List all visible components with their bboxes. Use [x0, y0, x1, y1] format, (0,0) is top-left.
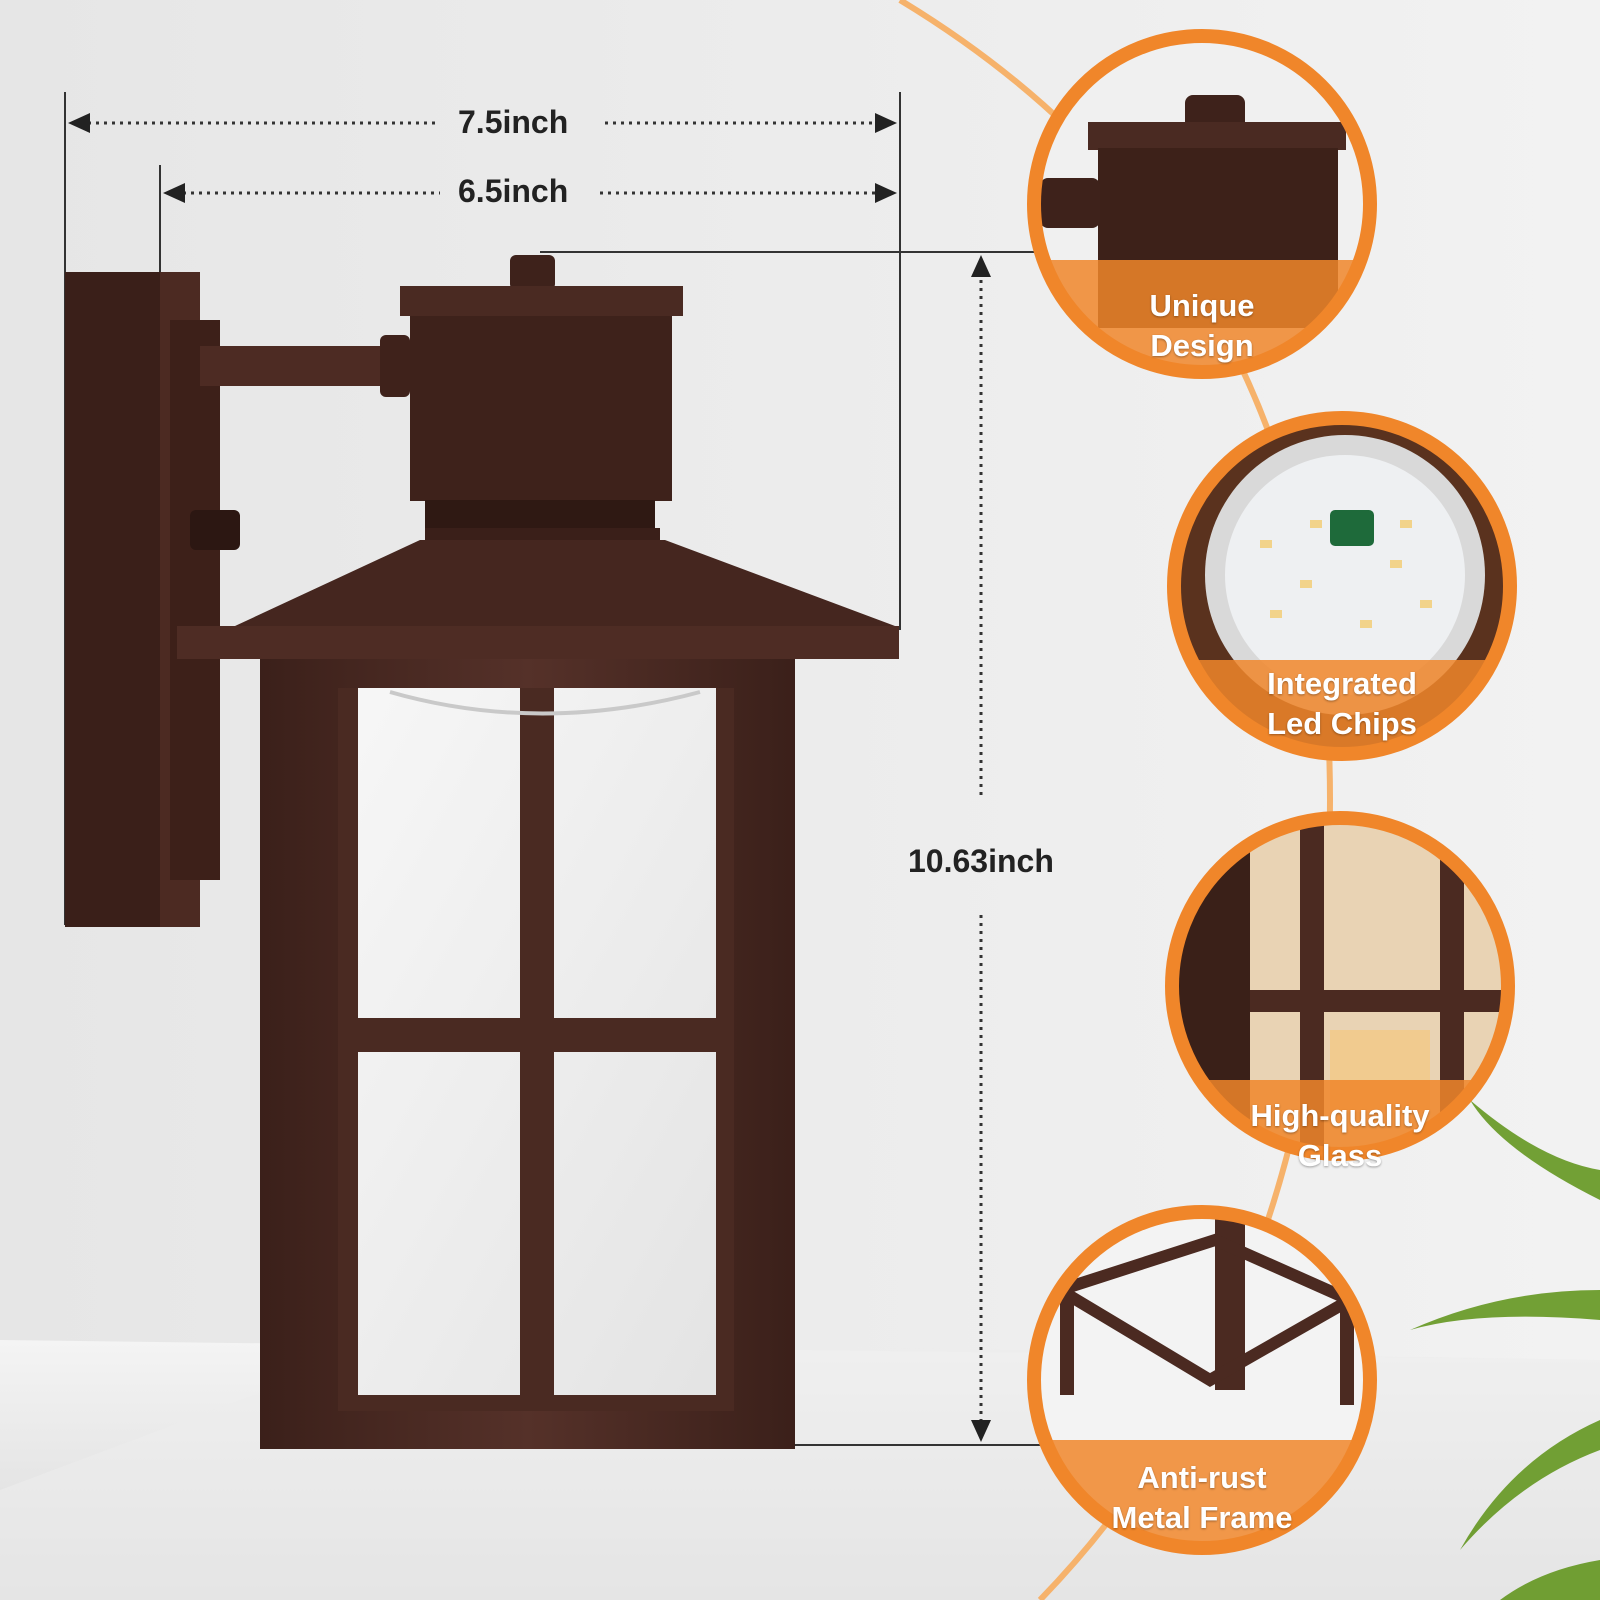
feature-line2: Metal Frame — [1111, 1500, 1293, 1535]
feature-badge-unique-design: Unique Design — [1072, 286, 1332, 366]
wall-plate — [65, 272, 240, 927]
feature-badge-glass: High-quality Glass — [1200, 1096, 1480, 1176]
feature-line2: Led Chips — [1267, 706, 1417, 741]
feature-badge-led-chips: Integrated Led Chips — [1212, 664, 1472, 744]
feature-badge-metal-frame: Anti-rust Metal Frame — [1072, 1458, 1332, 1538]
width-outer-label: 7.5inch — [458, 104, 569, 140]
feature-line2: Design — [1150, 328, 1254, 363]
feature-line1: High-quality — [1250, 1098, 1430, 1133]
feature-line1: Anti-rust — [1137, 1460, 1267, 1495]
width-inner-label: 6.5inch — [458, 173, 569, 209]
height-label: 10.63inch — [908, 843, 1054, 879]
feature-line2: Glass — [1297, 1138, 1383, 1173]
feature-line1: Integrated — [1267, 666, 1417, 701]
feature-line1: Unique — [1149, 288, 1255, 323]
